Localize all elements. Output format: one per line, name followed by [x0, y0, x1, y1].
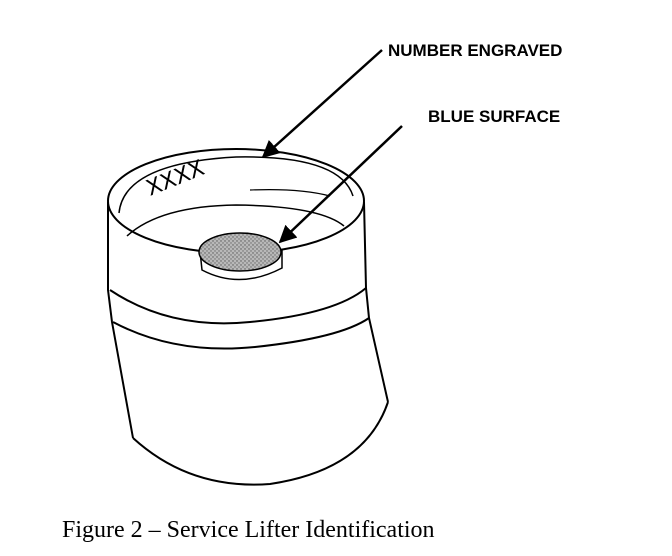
number-engraved-arrow [261, 49, 383, 159]
lifter-groove-upper [109, 287, 367, 325]
figure-caption: Figure 2 – Service Lifter Identification [62, 517, 435, 543]
blue-surface-arrow [278, 125, 403, 244]
lifter-interior-floor [126, 204, 345, 237]
lifter-wall-right [363, 201, 389, 403]
number-engraved-label: NUMBER ENGRAVED [388, 41, 562, 60]
blue-surface-label: BLUE SURFACE [428, 107, 560, 126]
lifter-body [107, 148, 389, 486]
lifter-bottom-edge [132, 401, 389, 486]
engraved-number: XXXX [143, 156, 208, 202]
blue-surface [198, 232, 282, 272]
blue-surface-group [198, 232, 283, 281]
lifter-wall-left [107, 202, 134, 439]
lifter-rim-inner [118, 156, 354, 214]
lifter-groove-lower [112, 317, 370, 350]
